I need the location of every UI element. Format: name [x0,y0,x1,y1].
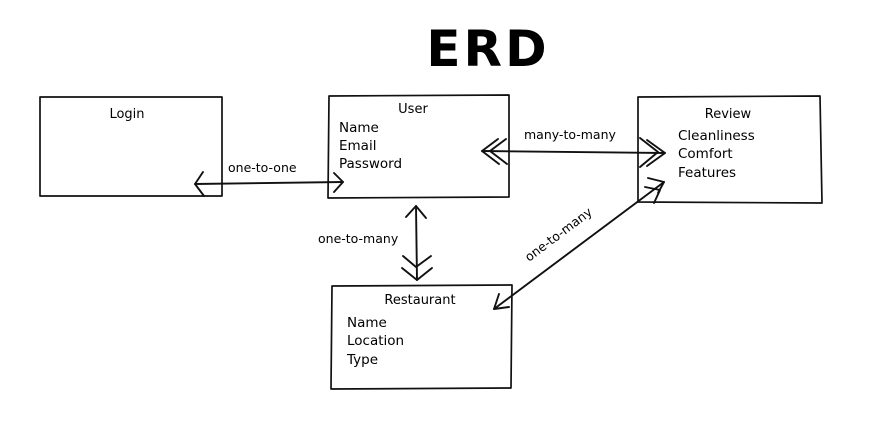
entity-login-box [39,96,223,197]
restaurant-crowfoot-icon [401,255,433,281]
entity-user-title: User [398,102,428,117]
relation-user-restaurant: one-to-many [318,205,433,281]
user-attr-password: Password [339,156,402,172]
restaurant-attr-name: Name [347,315,387,331]
entity-review-title: Review [705,107,752,122]
user-attr-email: Email [339,138,376,154]
user-restaurant-label: one-to-many [318,231,399,246]
entity-user-box [327,94,510,199]
user-crowfoot-icon [481,138,508,165]
entity-restaurant-box [330,284,513,390]
user-end-arrowhead-icon [405,205,427,219]
review-crowfoot-icon [639,137,666,168]
entity-user: User Name Email Password [327,94,510,199]
entity-login: Login [39,96,223,197]
diagram-title: ERD [426,20,549,78]
user-review-connector [481,150,666,154]
review-attr-cleanliness: Cleanliness [678,128,755,144]
user-review-label: many-to-many [524,127,616,142]
review-restaurant-label: one-to-many [522,204,596,265]
login-arrowhead-icon [194,171,205,197]
entity-review: Review Cleanliness Comfort Features [637,95,823,204]
user-restaurant-connector [415,205,418,281]
review-restaurant-connector [493,181,665,310]
user-arrowhead-icon [333,172,344,193]
relation-login-user: one-to-one [194,160,344,197]
login-user-connector [194,181,344,185]
restaurant-attr-type: Type [346,352,378,368]
review-attr-comfort: Comfort [678,146,733,162]
login-user-label: one-to-one [228,160,297,175]
entity-restaurant: Restaurant Name Location Type [330,284,513,390]
restaurant-arrowhead-icon [493,293,510,310]
relation-user-review: many-to-many [481,127,666,168]
review-crowfoot-end-icon [644,177,665,204]
review-attr-features: Features [678,165,736,181]
entity-review-box [637,95,823,204]
restaurant-attr-location: Location [347,333,404,349]
entity-login-title: Login [109,107,144,122]
user-attr-name: Name [339,120,379,136]
entity-restaurant-title: Restaurant [384,293,455,308]
